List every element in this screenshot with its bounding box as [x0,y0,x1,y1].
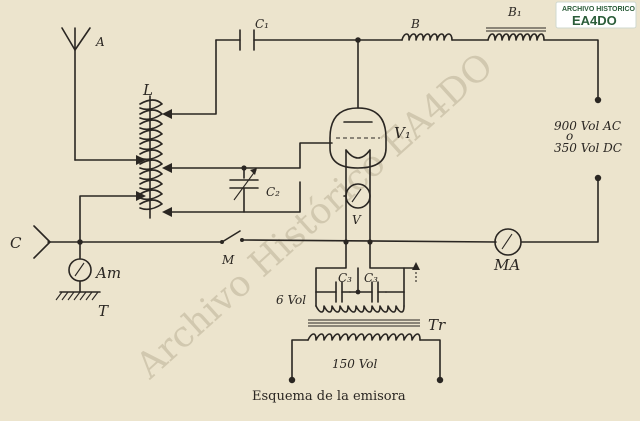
antenna [61,27,91,161]
caption: Esquema de la emisora [252,389,406,404]
label-ammeter-am: Am [94,264,121,282]
switch-m [220,230,244,244]
label-900-ac: 900 Vol AC [554,119,621,133]
coil-l [139,95,163,219]
label-coil-l: L [142,81,153,99]
badge-line2: EA4DO [572,13,617,28]
voltmeter-v [343,183,371,209]
label-switch-m: M [221,253,235,267]
badge-line1: ARCHIVO HISTORICO [562,6,636,13]
archive-badge: ARCHIVO HISTORICO EA4DO [555,1,637,29]
filament-caps [315,241,420,303]
label-ground-t: T [98,302,109,320]
label-tube-v1: V₁ [394,124,411,142]
milliammeter-ma [494,228,522,256]
label-input-c: C [10,234,22,252]
supply-terminals [594,96,602,182]
label-6vol: 6 Vol [276,293,306,307]
ammeter-am [68,241,92,293]
watermark: Archivo Histórico EA4DO [128,45,501,387]
label-c1: C₁ [255,17,269,31]
capacitor-c1 [239,29,255,51]
label-c3-right: C₃ [364,271,378,285]
choke-b1 [486,27,546,41]
transformer-tr [288,291,444,384]
label-c2: C₂ [266,185,280,199]
ground-t [55,291,101,301]
label-voltmeter-v: V [352,213,362,227]
capacitor-c2 [229,168,259,213]
label-tr: Tr [428,316,446,334]
label-choke-b1: B₁ [507,5,522,19]
top-rail [215,39,599,99]
label-ma: MA [493,256,520,274]
label-350-dc: 350 Vol DC [554,141,622,155]
label-c3-left: C₃ [338,271,352,285]
label-antenna: A [95,35,105,49]
choke-b [401,33,453,41]
label-supply-or: o [566,129,573,143]
label-choke-b: B [410,17,420,31]
label-150vol: 150 Vol [332,357,378,371]
